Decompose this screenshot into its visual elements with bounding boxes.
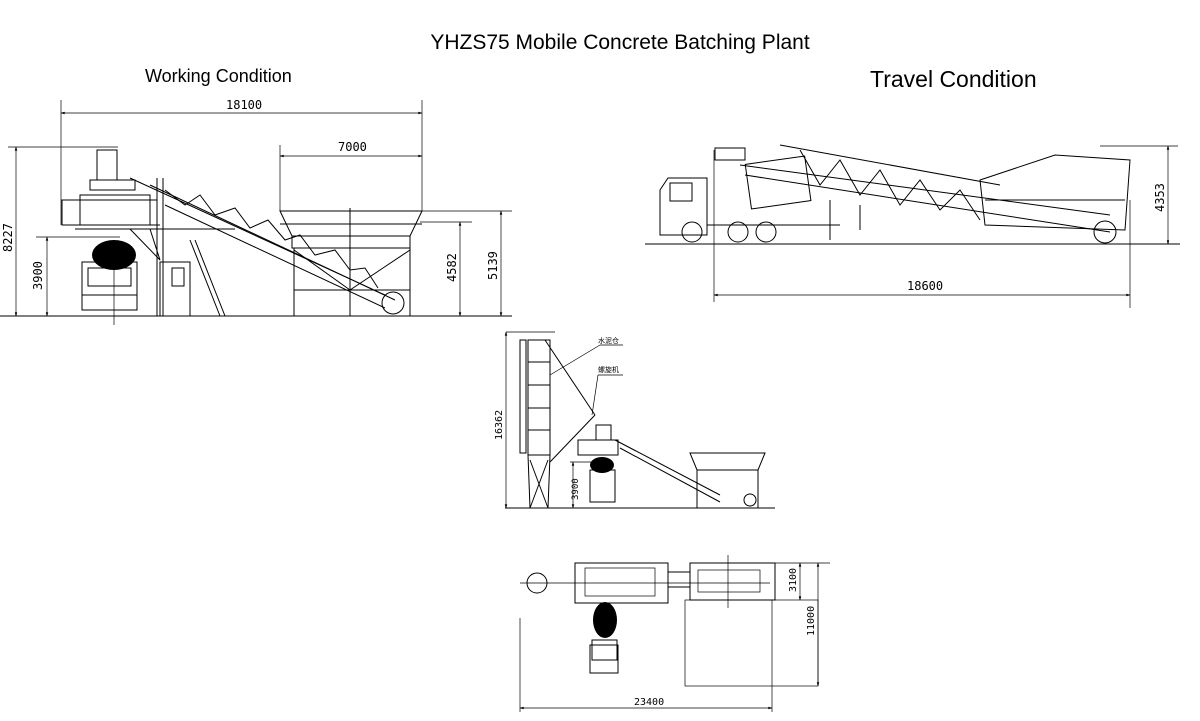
dim-5139: 5139 [486, 251, 500, 280]
travel-condition-view: 4353 18600 [645, 144, 1180, 308]
truck-area [684, 599, 819, 687]
dim-18100: 18100 [226, 98, 262, 112]
aggregate-hopper [279, 208, 423, 316]
dim-3900: 3900 [31, 261, 45, 290]
dim-4582: 4582 [445, 253, 459, 282]
dim-3100: 3100 [788, 568, 799, 592]
callout-screw-conveyor: 螺旋机 [598, 365, 619, 374]
cement-silo [519, 339, 596, 509]
mixer-truck-plan [593, 602, 617, 638]
dim-7000: 7000 [338, 140, 367, 154]
working-condition-view: 18100 7000 8227 3900 4582 5139 [0, 98, 512, 325]
tractor-truck [659, 177, 840, 243]
hopper-plan [689, 562, 776, 601]
drawing-title: YHZS75 Mobile Concrete Batching Plant [430, 31, 810, 54]
dim-8227: 8227 [1, 223, 15, 252]
dim-18600: 18600 [907, 279, 943, 293]
mixer-structure [61, 149, 235, 316]
callout-cement-silo: 水泥仓 [598, 336, 619, 345]
dim-16362: 16362 [494, 410, 505, 440]
working-condition-label: Working Condition [145, 66, 292, 86]
silo-elevation-view: 16362 3900 水泥仓 螺旋机 [494, 331, 775, 509]
belt-conveyor [129, 177, 396, 309]
dim-3900-silo: 3900 [571, 478, 581, 500]
travel-condition-label: Travel Condition [870, 66, 1037, 92]
dim-11000: 11000 [806, 606, 817, 636]
control-room [159, 239, 226, 317]
plan-view: 3100 11000 23400 [519, 555, 830, 712]
mixer-truck [81, 240, 138, 325]
plant-mini [577, 424, 766, 508]
trailer-plant [714, 144, 1131, 244]
dim-4353: 4353 [1153, 183, 1167, 212]
dim-23400: 23400 [634, 697, 664, 708]
